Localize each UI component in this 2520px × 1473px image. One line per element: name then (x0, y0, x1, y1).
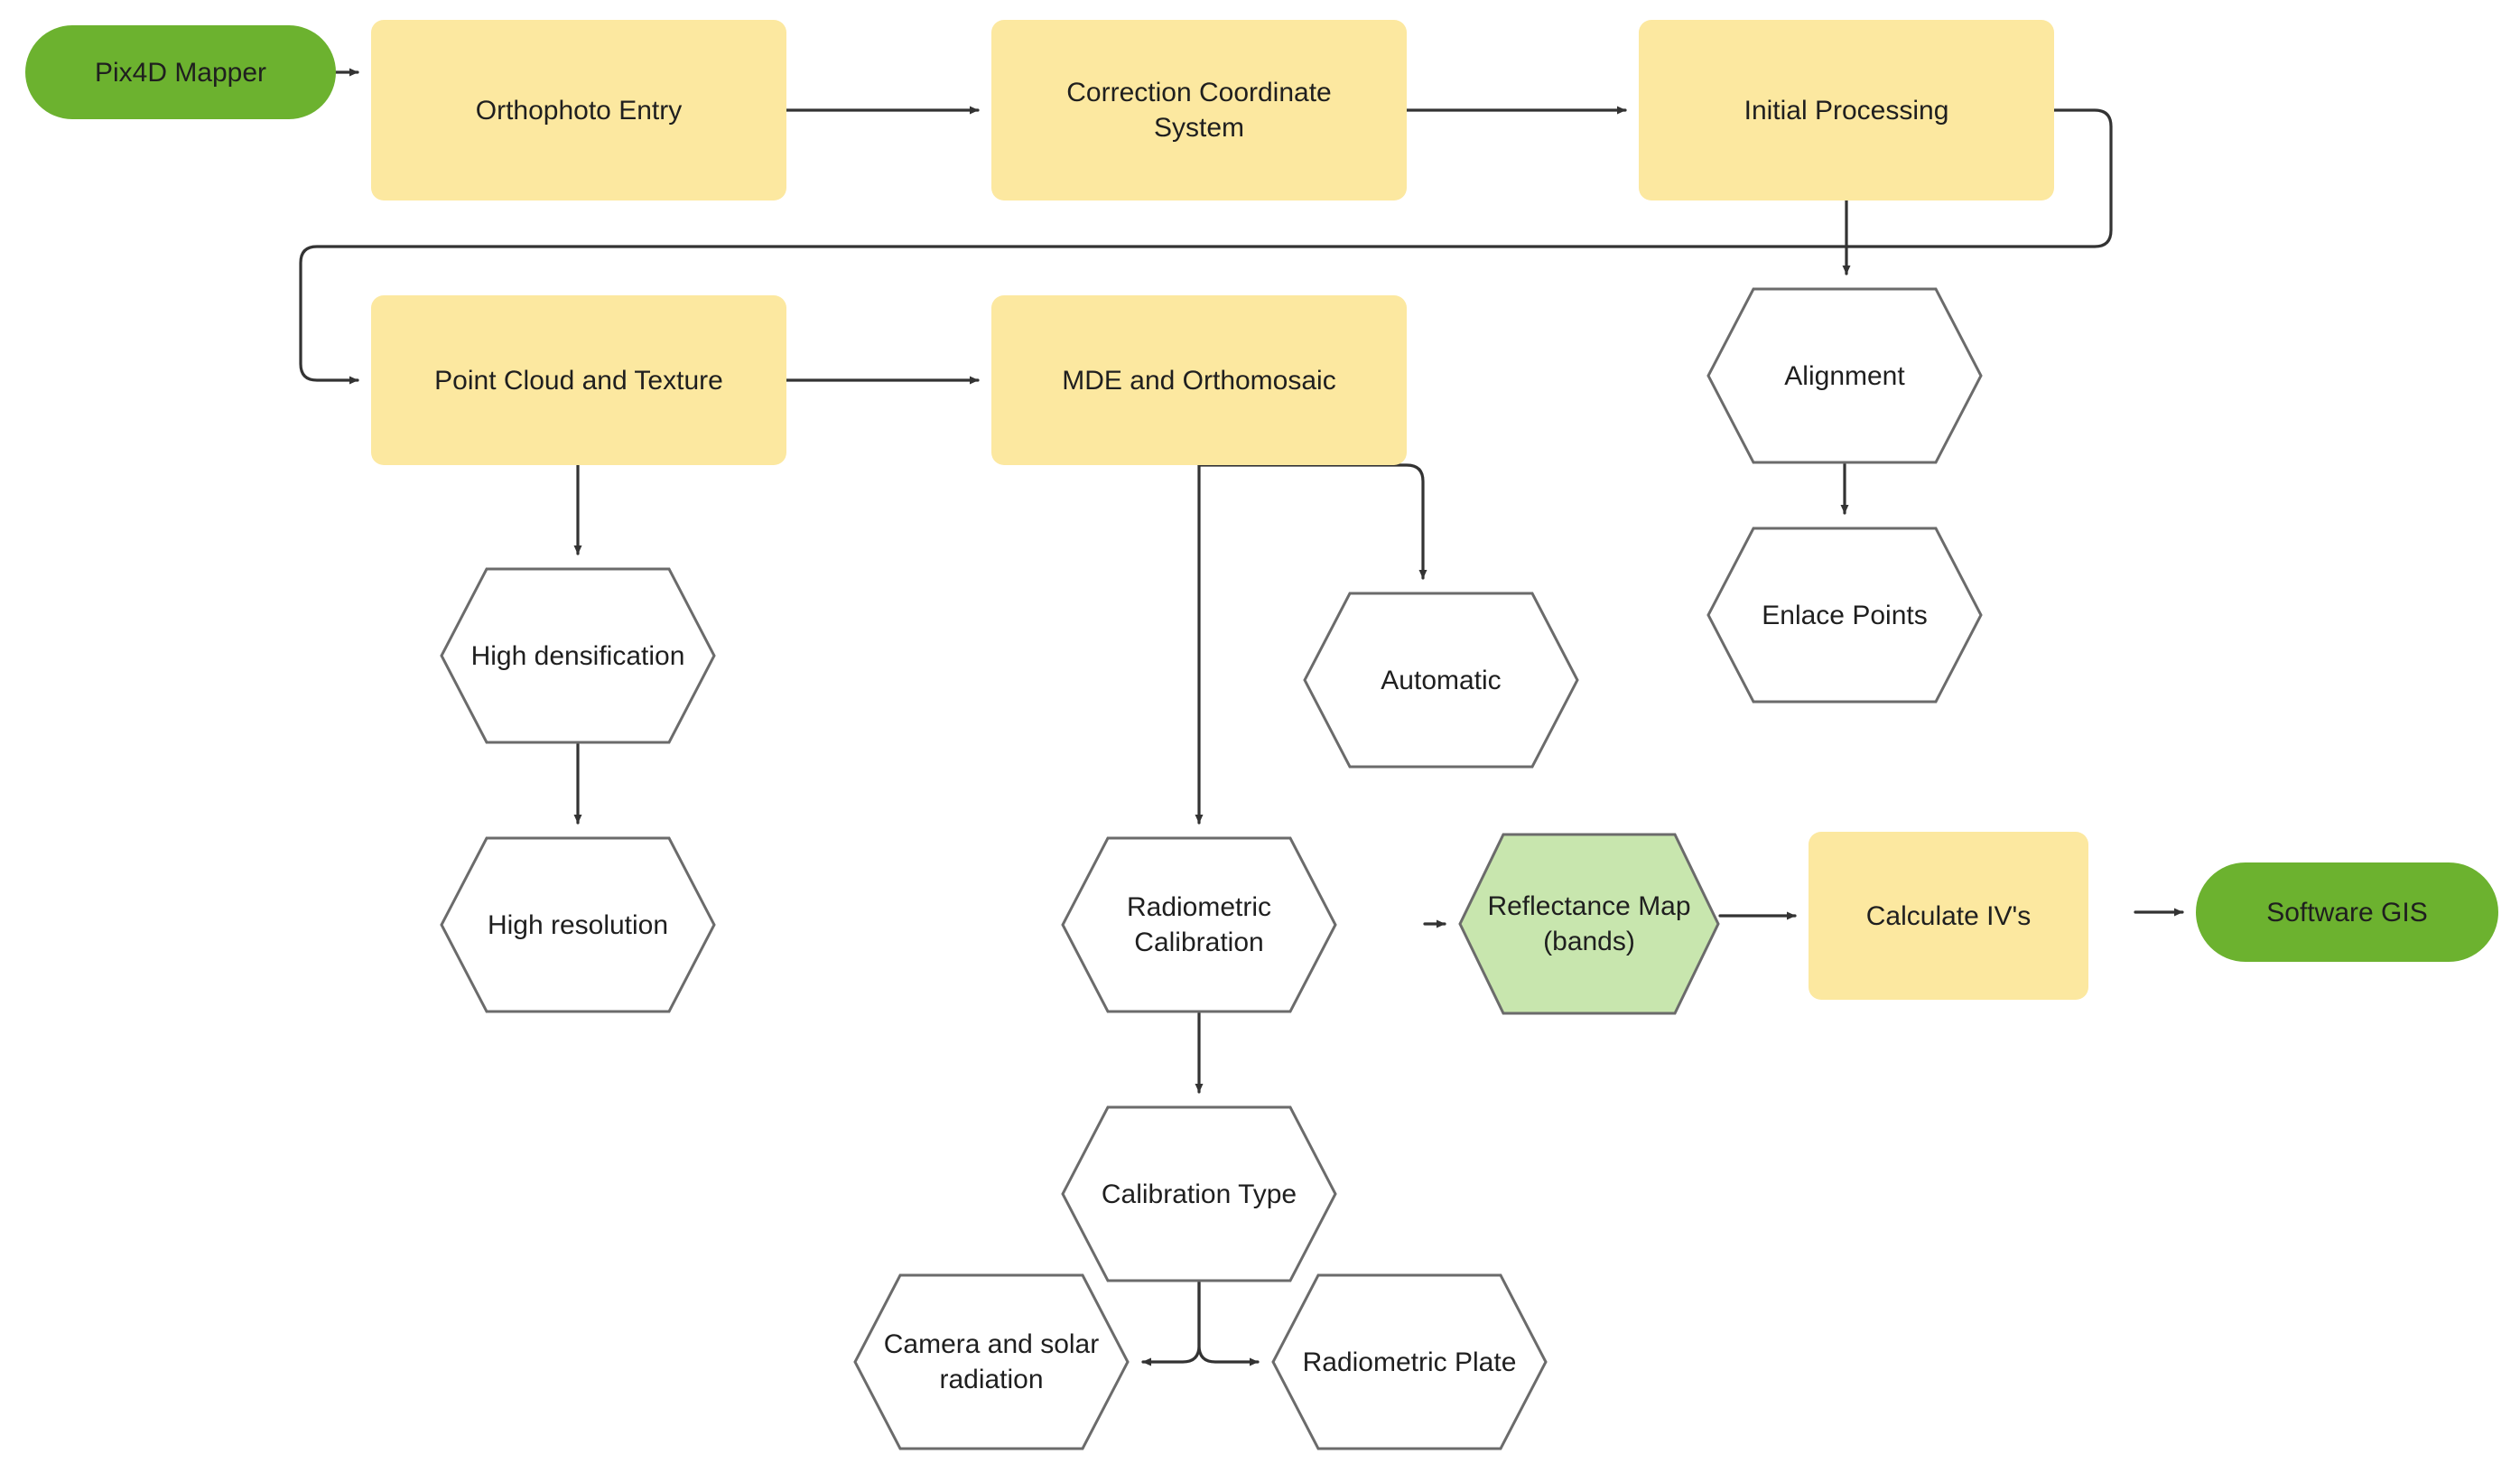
node-label: Camera and solar radiation (883, 1329, 1100, 1394)
hexagon-shape (1303, 592, 1579, 769)
node-label: Orthophoto Entry (475, 95, 683, 126)
node-label: Automatic (1381, 665, 1502, 695)
edge-calibrationtype-to-radiometricplate (1197, 1281, 1260, 1366)
hexagon-shape (1061, 836, 1337, 1013)
node-radiometric-plate[interactable]: Radiometric Plate (1271, 1273, 1548, 1450)
node-point-cloud-and-texture[interactable]: Point Cloud and Texture (371, 295, 786, 465)
node-alignment[interactable]: Alignment (1706, 287, 1983, 464)
node-initial-processing[interactable]: Initial Processing (1639, 20, 2054, 200)
node-label: Enlace Points (1762, 600, 1928, 630)
node-radiometric-calibration[interactable]: Radiometric Calibration (1061, 836, 1337, 1013)
node-high-resolution[interactable]: High resolution (440, 836, 716, 1013)
edge-calibrationtype-to-camerasolar (1141, 1281, 1201, 1366)
node-label: Pix4D Mapper (94, 57, 267, 88)
node-label: Calibration Type (1101, 1179, 1297, 1209)
node-pix4d-mapper[interactable]: Pix4D Mapper (25, 25, 336, 119)
hexagon-shape (1271, 1273, 1548, 1450)
node-label: MDE and Orthomosaic (1062, 365, 1336, 396)
node-high-densification[interactable]: High densification (440, 567, 716, 744)
node-label: Alignment (1784, 360, 1905, 391)
node-camera-and-solar-radiation[interactable]: Camera and solar radiation (853, 1273, 1130, 1450)
node-correction-coordinate-system[interactable]: Correction Coordinate System (991, 20, 1407, 200)
hexagon-shape (440, 567, 716, 744)
node-enlace-points[interactable]: Enlace Points (1706, 527, 1983, 704)
node-label: Radiometric Calibration (1126, 892, 1272, 957)
hexagon-shape (1706, 527, 1983, 704)
hexagon-shape (1061, 1105, 1337, 1282)
node-software-gis[interactable]: Software GIS (2196, 862, 2498, 962)
node-label: Point Cloud and Texture (434, 365, 723, 396)
node-calculate-ivs[interactable]: Calculate IV's (1809, 832, 2088, 1000)
hexagon-shape (440, 836, 716, 1013)
node-label: Calculate IV's (1865, 900, 2032, 931)
node-label: Correction Coordinate System (1066, 78, 1332, 143)
hexagon-shape (853, 1273, 1130, 1450)
hexagon-shape (1458, 833, 1720, 1015)
node-label: Initial Processing (1744, 95, 1949, 126)
node-label: High resolution (487, 909, 669, 940)
node-mde-and-orthomosaic[interactable]: MDE and Orthomosaic (991, 295, 1407, 465)
node-label: Software GIS (2266, 897, 2428, 928)
node-automatic[interactable]: Automatic (1303, 592, 1579, 769)
node-label: High densification (470, 640, 685, 671)
node-calibration-type[interactable]: Calibration Type (1061, 1105, 1337, 1282)
node-reflectance-map-bands[interactable]: Reflectance Map (bands) (1458, 833, 1720, 1015)
node-orthophoto-entry[interactable]: Orthophoto Entry (371, 20, 786, 200)
node-label: Radiometric Plate (1302, 1347, 1517, 1377)
node-label: Reflectance Map (bands) (1487, 891, 1691, 956)
edge-mde-to-automatic (1197, 463, 1427, 580)
